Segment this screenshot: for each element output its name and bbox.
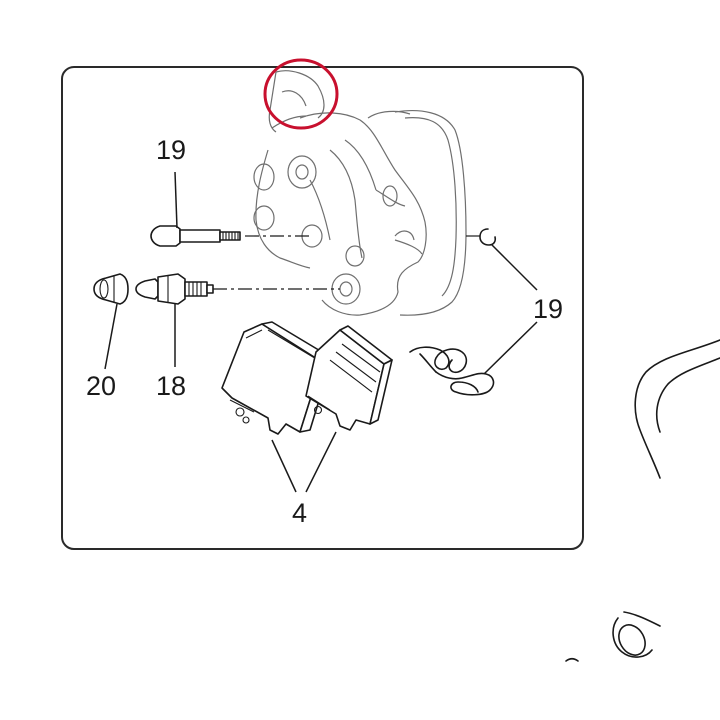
- callout-19-pin: 19: [156, 135, 186, 165]
- leader-pin: [174, 171, 178, 229]
- leader-cap: [104, 303, 118, 370]
- callout-4: 4: [292, 498, 307, 528]
- leader-pad-right: [305, 431, 337, 493]
- leader-spring-clip: [483, 321, 538, 375]
- leader-clip-ring: [491, 244, 538, 291]
- callout-20: 20: [86, 371, 116, 401]
- bleeder-screw: [135, 273, 214, 305]
- callout-19-clip: 19: [533, 294, 563, 324]
- diagram-panel: [61, 66, 584, 550]
- brake-pad-right: [305, 325, 393, 431]
- spring-clip: [409, 346, 495, 396]
- bleeder-cap: [93, 273, 129, 305]
- adjacent-diagram-fragment-upper: [634, 339, 720, 479]
- leader-pad-left: [271, 439, 297, 493]
- pad-pin: [150, 225, 241, 247]
- callout-18: 18: [156, 371, 186, 401]
- highlight-circle: [263, 58, 339, 130]
- snap-ring: [479, 228, 497, 246]
- adjacent-diagram-fragment-lower: [565, 611, 661, 662]
